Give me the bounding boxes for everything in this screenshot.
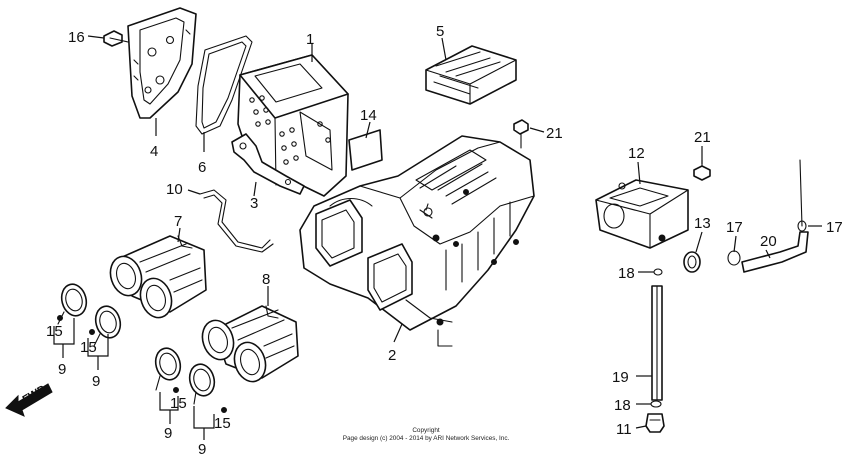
callout-5: 5 (436, 23, 444, 40)
gasket-6 (195, 35, 253, 135)
callout-7: 7 (174, 213, 182, 230)
callout-11: 11 (616, 421, 632, 438)
callout-15c: 15 (170, 395, 187, 412)
clip-13 (683, 251, 701, 273)
clamp-9-b (93, 305, 122, 347)
callout-20: 20 (760, 233, 777, 250)
callout-18a: 18 (618, 265, 635, 282)
callout-12: 12 (628, 145, 645, 162)
callout-16: 16 (68, 29, 85, 46)
bracket-4 (127, 7, 197, 119)
callout-14: 14 (360, 107, 377, 124)
case-12 (595, 179, 689, 249)
bolt-21-upper (513, 119, 529, 149)
clip-17-left (727, 250, 741, 266)
sheet-14 (348, 129, 383, 171)
tube-19 (651, 285, 663, 401)
callout-10: 10 (166, 181, 183, 198)
tube-10 (199, 189, 274, 253)
callout-9b: 9 (92, 373, 100, 390)
callout-13: 13 (694, 215, 711, 232)
clamp-9-a (57, 283, 88, 325)
bolt-16 (103, 30, 129, 47)
clip-18-bottom (650, 400, 662, 408)
callout-6: 6 (198, 159, 206, 176)
callout-4: 4 (150, 143, 158, 160)
callout-9a: 9 (58, 361, 66, 378)
callouts: 1 2 3 4 5 6 7 8 9 9 9 9 10 11 12 13 14 1… (46, 23, 843, 458)
clamp-9-c (154, 347, 182, 391)
callout-17a: 17 (726, 219, 743, 236)
screws-15 (57, 315, 227, 413)
callout-19: 19 (612, 369, 629, 386)
callout-21b: 21 (694, 129, 711, 146)
clip-18-top (653, 268, 663, 276)
callout-3: 3 (250, 195, 258, 212)
callout-21a: 21 (546, 125, 563, 142)
callout-9c: 9 (164, 425, 172, 442)
leader-lines (87, 35, 822, 429)
callout-15b: 15 (80, 339, 97, 356)
callout-17b: 17 (826, 219, 843, 236)
callout-15d: 15 (214, 415, 231, 432)
boot-7 (109, 235, 207, 319)
callout-1: 1 (306, 31, 314, 48)
bracket-lines (53, 318, 215, 440)
element-1 (237, 54, 349, 197)
boot-8 (201, 305, 299, 383)
callout-8: 8 (262, 271, 270, 288)
plug-11 (645, 413, 665, 433)
hose-20 (741, 159, 809, 273)
clamp-9-d (188, 363, 216, 405)
callout-18b: 18 (614, 397, 631, 414)
copyright-line-1: Copyright (412, 427, 440, 434)
airbox-2 (299, 135, 535, 347)
callout-2: 2 (388, 347, 396, 364)
copyright-line-2: Page design (c) 2004 - 2014 by ARI Netwo… (343, 435, 510, 442)
callout-15a: 15 (46, 323, 63, 340)
callout-9d: 9 (198, 441, 206, 458)
cover-5 (425, 45, 517, 105)
strap-3 (231, 133, 305, 195)
fwd-arrow (5, 383, 53, 417)
